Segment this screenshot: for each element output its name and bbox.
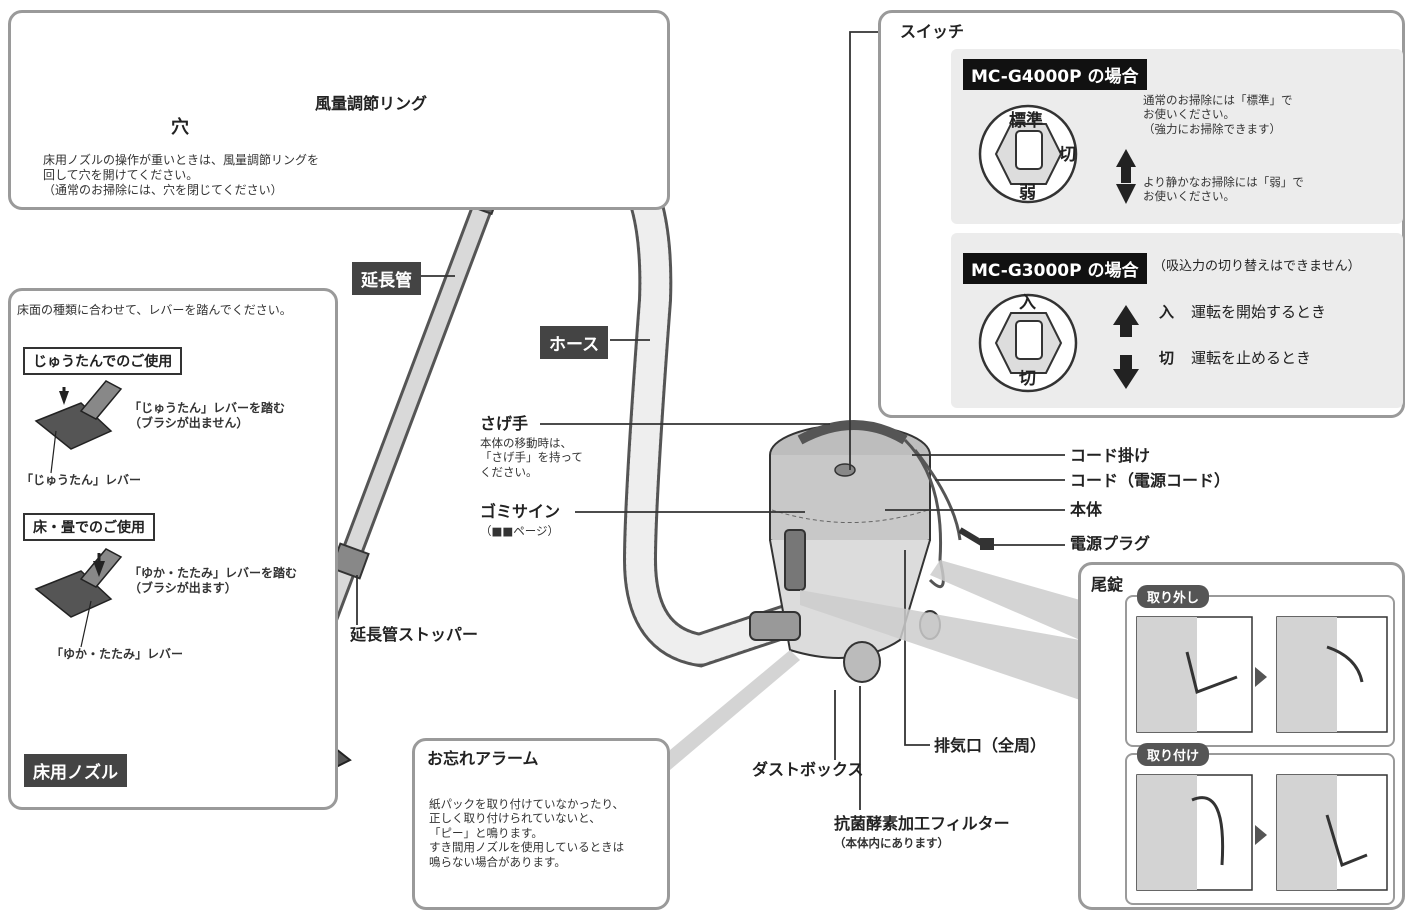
remove-box: 取り外し xyxy=(1125,585,1395,747)
g3000-note: （吸込力の切り替えはできません） xyxy=(1153,259,1361,274)
hose-label: ホース xyxy=(540,326,609,359)
pipe-stopper-label: 延長管ストッパー xyxy=(350,625,479,644)
filter-label: 抗菌酵素加工フィルター xyxy=(834,814,1010,833)
g3000-on-text: 運転を開始するとき xyxy=(1191,303,1327,321)
floor-action: 「ゆか・たたみ」レバーを踏む （ブラシが出ます） xyxy=(129,566,298,595)
mini-nozzles xyxy=(34,380,123,648)
carpet-title: じゅうたんでのご使用 xyxy=(23,347,183,375)
nozzle-panel: 床面の種類に合わせて、レバーを踏んでください。 じゅうたんでのご使用 「じゅうた… xyxy=(8,288,338,810)
exhaust-label: 排気口（全周） xyxy=(934,736,1047,755)
ring-panel: 穴 床用ノズルの操作が重いときは、風量調節リングを 回して穴を開けてください。 … xyxy=(8,10,670,210)
filter-note: （本体内にあります） xyxy=(834,836,949,850)
g4000-weak-label: 弱 xyxy=(1019,183,1036,203)
handle-note: 本体の移動時は、 「さげ手」を持って ください。 xyxy=(480,436,583,479)
alarm-panel: お忘れアラーム 紙パックを取り付けていなかったり、 正しく取り付けられていないと… xyxy=(412,738,670,910)
attach-label: 取り付け xyxy=(1137,743,1210,766)
remove-steps xyxy=(1136,616,1388,733)
tail-callout-wedge xyxy=(800,590,1080,700)
alarm-title: お忘れアラーム xyxy=(427,749,539,768)
g3000-off-text: 運転を止めるとき xyxy=(1191,349,1312,367)
alarm-callout-wedge xyxy=(670,650,800,770)
tail-lock-panel: 尾錠 取り外し 取り付け xyxy=(1078,562,1405,910)
g4000-down-text: より静かなお掃除には「弱」で お使いください。 xyxy=(1143,175,1304,204)
nozzle-intro: 床面の種類に合わせて、レバーを踏んでください。 xyxy=(17,303,292,317)
g3000-switch xyxy=(978,293,1139,393)
switch-panel: MC-G4000P の場合 標準 弱 切 通常のお掃除には「標準」で お使いくだ… xyxy=(878,10,1405,418)
alarm-text: 紙パックを取り付けていなかったり、 正しく取り付けられていないと、 「ピー」と鳴… xyxy=(429,797,625,869)
remove-label: 取り外し xyxy=(1137,585,1210,608)
g3000-on-dial: 入 xyxy=(1019,293,1036,313)
g4000-box: MC-G4000P の場合 標準 弱 切 通常のお掃除には「標準」で お使いくだ… xyxy=(951,49,1403,224)
cord-hook-label: コード掛け xyxy=(1070,446,1151,465)
body-label: 本体 xyxy=(1070,500,1103,519)
floor-title: 床・畳でのご使用 xyxy=(23,513,155,541)
ring-note: 床用ノズルの操作が重いときは、風量調節リングを 回して穴を開けてください。 （通… xyxy=(43,153,320,197)
dust-box-label: ダストボックス xyxy=(752,760,864,779)
g4000-std-label: 標準 xyxy=(1009,111,1043,131)
carpet-lever: 「じゅうたん」レバー xyxy=(21,473,142,487)
g3000-box: MC-G3000P の場合 （吸込力の切り替えはできません） 入 切 入 運転を… xyxy=(951,233,1403,408)
tail-lock-label: 尾錠 xyxy=(1091,575,1124,594)
attach-box: 取り付け xyxy=(1125,743,1395,905)
g3000-off-dial: 切 xyxy=(1019,369,1036,389)
g4000-header: MC-G4000P の場合 xyxy=(963,59,1147,90)
attach-steps xyxy=(1136,774,1388,891)
dust-sign-note: （■■ページ） xyxy=(480,524,560,538)
dust-sign-label: ゴミサイン xyxy=(480,502,561,521)
g3000-on-label: 入 xyxy=(1159,303,1175,321)
handle-label: さげ手 xyxy=(480,414,529,433)
g4000-up-text: 通常のお掃除には「標準」で お使いください。 （強力にお掃除できます） xyxy=(1143,93,1293,136)
ring-label: 風量調節リング xyxy=(315,94,428,113)
hole-label: 穴 xyxy=(171,117,189,138)
g4000-switch xyxy=(978,104,1136,204)
g3000-header: MC-G3000P の場合 xyxy=(963,253,1147,284)
carpet-action: 「じゅうたん」レバーを踏む （ブラシが出ません） xyxy=(129,401,286,430)
floor-lever: 「ゆか・たたみ」レバー xyxy=(51,647,184,661)
g3000-off-label: 切 xyxy=(1159,349,1175,367)
pipe-label: 延長管 xyxy=(352,262,421,295)
plug-label: 電源プラグ xyxy=(1070,534,1151,553)
switch-label: スイッチ xyxy=(900,22,965,41)
floor-nozzle-label: 床用ノズル xyxy=(24,754,127,787)
g4000-off-label: 切 xyxy=(1059,145,1076,165)
cord-label: コード（電源コード） xyxy=(1070,471,1231,490)
